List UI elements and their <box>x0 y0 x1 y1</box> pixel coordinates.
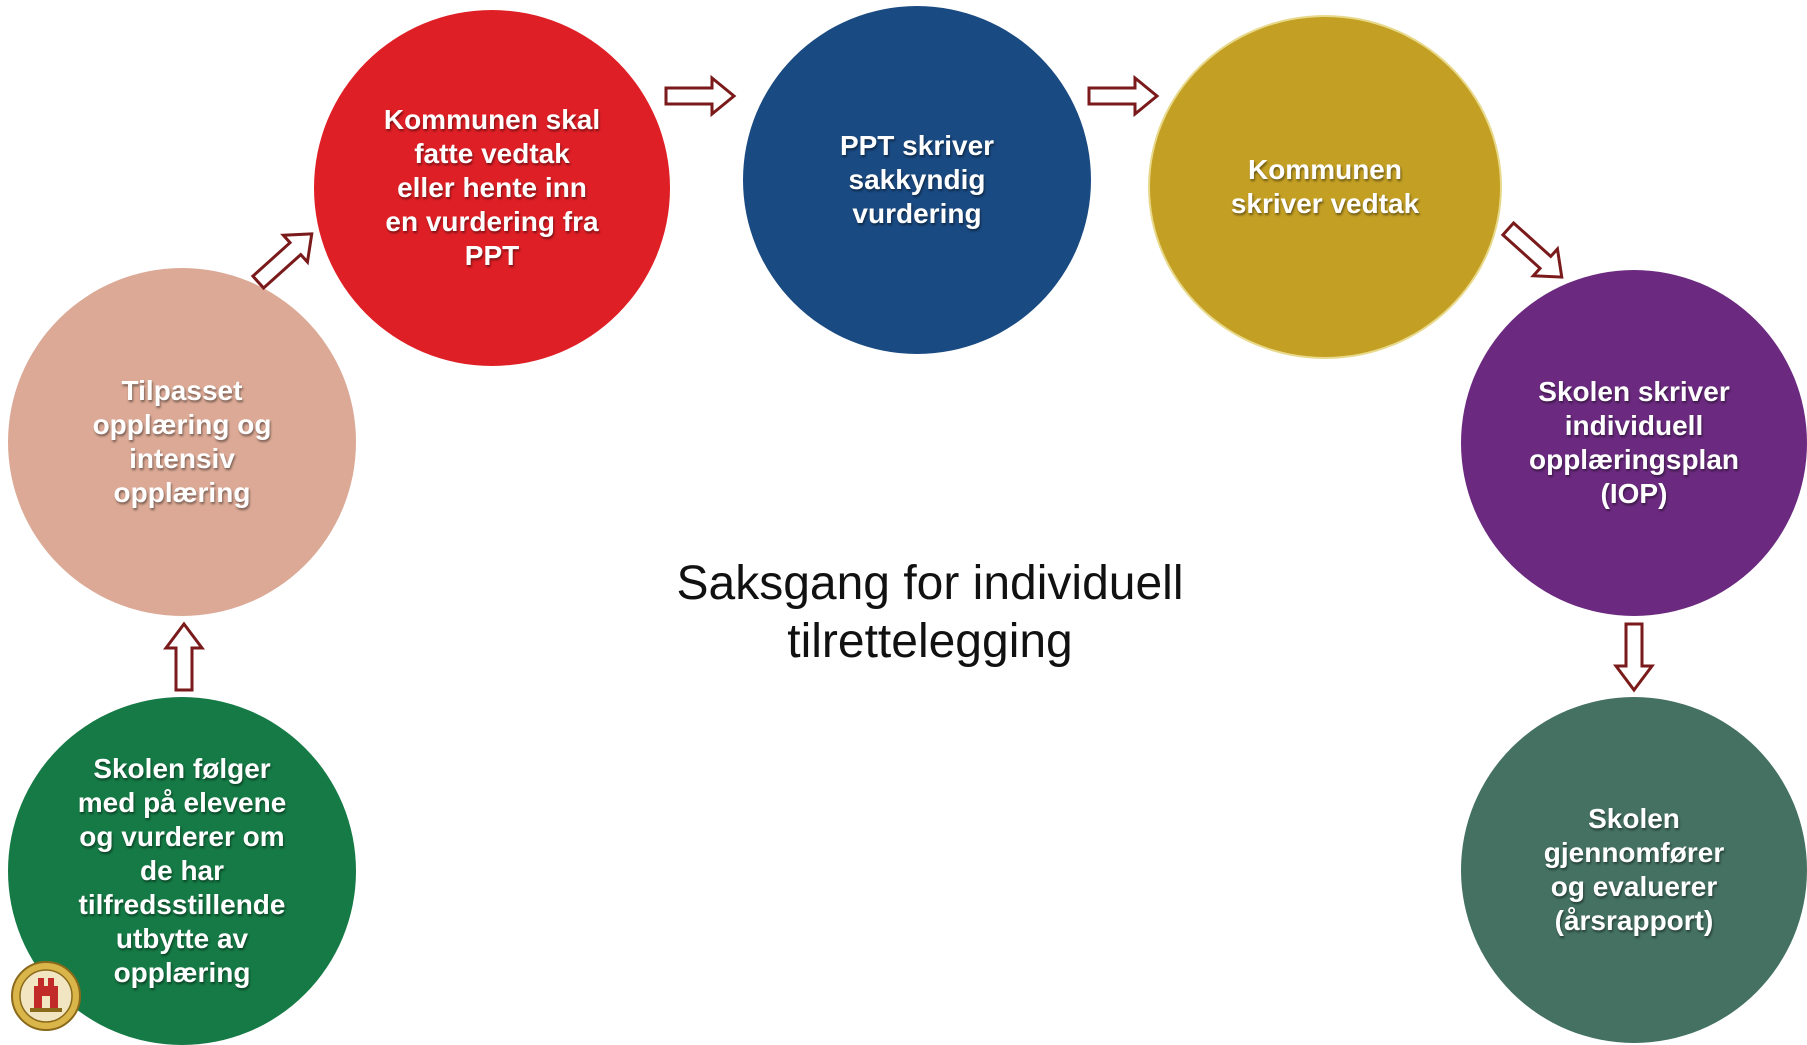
step-2-label: Tilpasset opplæring og intensiv opplærin… <box>92 375 272 508</box>
arrow-down-icon <box>1613 622 1655 693</box>
step-5-label: Kommunen skriver vedtak <box>1230 154 1420 219</box>
step-5-circle: Kommunen skriver vedtak <box>1148 15 1502 359</box>
step-4-circle: PPT skriver sakkyndig vurdering <box>743 6 1091 354</box>
step-1-label: Skolen følger med på elevene og vurderer… <box>77 753 287 988</box>
step-2-circle: Tilpasset opplæring og intensiv opplærin… <box>8 268 356 616</box>
arrow-up-icon <box>163 621 205 692</box>
municipal-seal-icon <box>11 961 81 1031</box>
diagram-title: Saksgang for individuell tilrettelegging <box>676 557 1184 668</box>
step-7-label: Skolen gjennomfører og evaluerer (årsrap… <box>1543 803 1725 936</box>
step-6-label: Skolen skriver individuell opplæringspla… <box>1529 376 1739 509</box>
arrow-right-icon <box>664 74 737 118</box>
step-3-label: Kommunen skal fatte vedtak eller hente i… <box>383 104 601 271</box>
step-4-label: PPT skriver sakkyndig vurdering <box>839 130 995 229</box>
arrow-up-right-icon <box>250 232 314 291</box>
step-7-circle: Skolen gjennomfører og evaluerer (årsrap… <box>1461 697 1807 1043</box>
arrow-down-right-icon <box>1500 220 1564 279</box>
arrow-right-icon <box>1087 74 1160 118</box>
step-3-circle: Kommunen skal fatte vedtak eller hente i… <box>314 10 670 366</box>
step-6-circle: Skolen skriver individuell opplæringspla… <box>1461 270 1807 616</box>
